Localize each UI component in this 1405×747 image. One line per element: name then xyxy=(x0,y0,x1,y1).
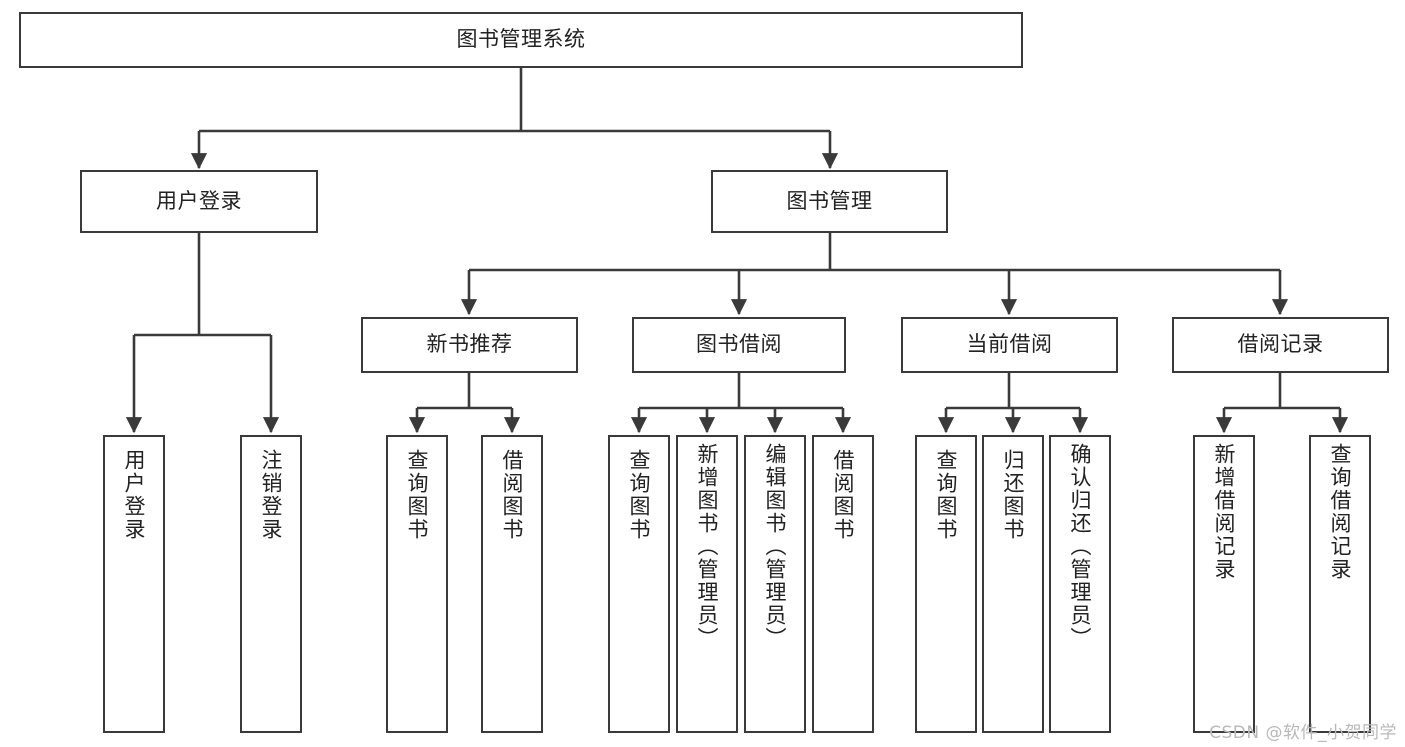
node-leaf-edit-book[interactable]: 编辑图书（管理员） xyxy=(744,435,806,733)
node-leaf-return-book[interactable]: 归还图书 xyxy=(982,435,1044,733)
node-leaf-query-book-3[interactable]: 查询图书 xyxy=(915,435,977,733)
node-current-borrow[interactable]: 当前借阅 xyxy=(901,317,1118,373)
node-leaf-add-book-label: 新增图书（管理员） xyxy=(695,443,720,650)
node-user-login[interactable]: 用户登录 xyxy=(80,170,318,233)
node-leaf-confirm-return-label: 确认归还（管理员） xyxy=(1068,443,1093,650)
node-new-book-recommend[interactable]: 新书推荐 xyxy=(361,317,578,373)
node-book-manage-label: 图书管理 xyxy=(786,188,873,213)
node-borrow-record-label: 借阅记录 xyxy=(1237,332,1324,357)
node-borrow-record[interactable]: 借阅记录 xyxy=(1172,317,1389,373)
node-current-borrow-label: 当前借阅 xyxy=(966,332,1053,357)
node-leaf-borrow-book-1-label: 借阅图书 xyxy=(500,449,525,541)
node-leaf-add-book[interactable]: 新增图书（管理员） xyxy=(676,435,738,733)
node-leaf-borrow-book-1[interactable]: 借阅图书 xyxy=(481,435,543,733)
node-leaf-query-record[interactable]: 查询借阅记录 xyxy=(1309,435,1371,733)
node-leaf-add-record[interactable]: 新增借阅记录 xyxy=(1193,435,1255,733)
node-leaf-query-record-label: 查询借阅记录 xyxy=(1328,443,1353,581)
node-leaf-logout-login-label: 注销登录 xyxy=(259,449,284,541)
node-leaf-borrow-book-2-label: 借阅图书 xyxy=(831,449,856,541)
node-leaf-borrow-book-2[interactable]: 借阅图书 xyxy=(812,435,874,733)
node-root-label: 图书管理系统 xyxy=(456,27,586,52)
node-leaf-edit-book-label: 编辑图书（管理员） xyxy=(763,443,788,650)
node-leaf-user-login-label: 用户登录 xyxy=(122,449,147,541)
node-leaf-query-book-3-label: 查询图书 xyxy=(934,449,959,541)
node-leaf-logout-login[interactable]: 注销登录 xyxy=(240,435,302,733)
node-leaf-query-book-2-label: 查询图书 xyxy=(627,449,652,541)
node-leaf-query-book-1-label: 查询图书 xyxy=(405,449,430,541)
node-book-manage[interactable]: 图书管理 xyxy=(711,170,948,233)
node-leaf-user-login[interactable]: 用户登录 xyxy=(103,435,165,733)
node-leaf-add-record-label: 新增借阅记录 xyxy=(1212,443,1237,581)
node-leaf-return-book-label: 归还图书 xyxy=(1001,449,1026,541)
node-leaf-query-book-1[interactable]: 查询图书 xyxy=(386,435,448,733)
node-book-borrow-label: 图书借阅 xyxy=(696,332,782,357)
node-leaf-confirm-return[interactable]: 确认归还（管理员） xyxy=(1049,435,1111,733)
node-root[interactable]: 图书管理系统 xyxy=(19,12,1023,68)
node-new-book-recommend-label: 新书推荐 xyxy=(426,332,513,357)
watermark: CSDN @软件_小贺同学 xyxy=(1209,723,1397,743)
node-leaf-query-book-2[interactable]: 查询图书 xyxy=(608,435,670,733)
node-book-borrow[interactable]: 图书借阅 xyxy=(632,317,846,373)
node-user-login-label: 用户登录 xyxy=(156,188,242,213)
